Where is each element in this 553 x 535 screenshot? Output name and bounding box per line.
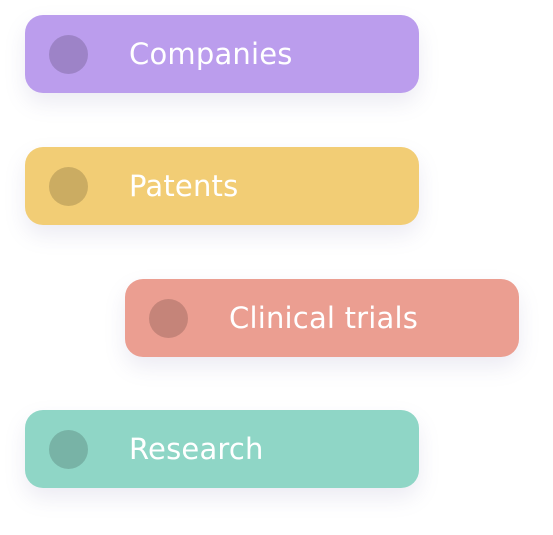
status-dot-icon xyxy=(149,299,188,338)
category-pill-companies[interactable]: Companies xyxy=(25,15,419,93)
status-dot-icon xyxy=(49,167,88,206)
category-pill-clinical-trials[interactable]: Clinical trials xyxy=(125,279,519,357)
status-dot-icon xyxy=(49,430,88,469)
status-dot-icon xyxy=(49,35,88,74)
category-label: Research xyxy=(129,432,264,466)
category-label: Patents xyxy=(129,169,239,203)
category-pill-research[interactable]: Research xyxy=(25,410,419,488)
category-label: Clinical trials xyxy=(229,301,419,335)
category-pill-patents[interactable]: Patents xyxy=(25,147,419,225)
category-label: Companies xyxy=(129,37,293,71)
